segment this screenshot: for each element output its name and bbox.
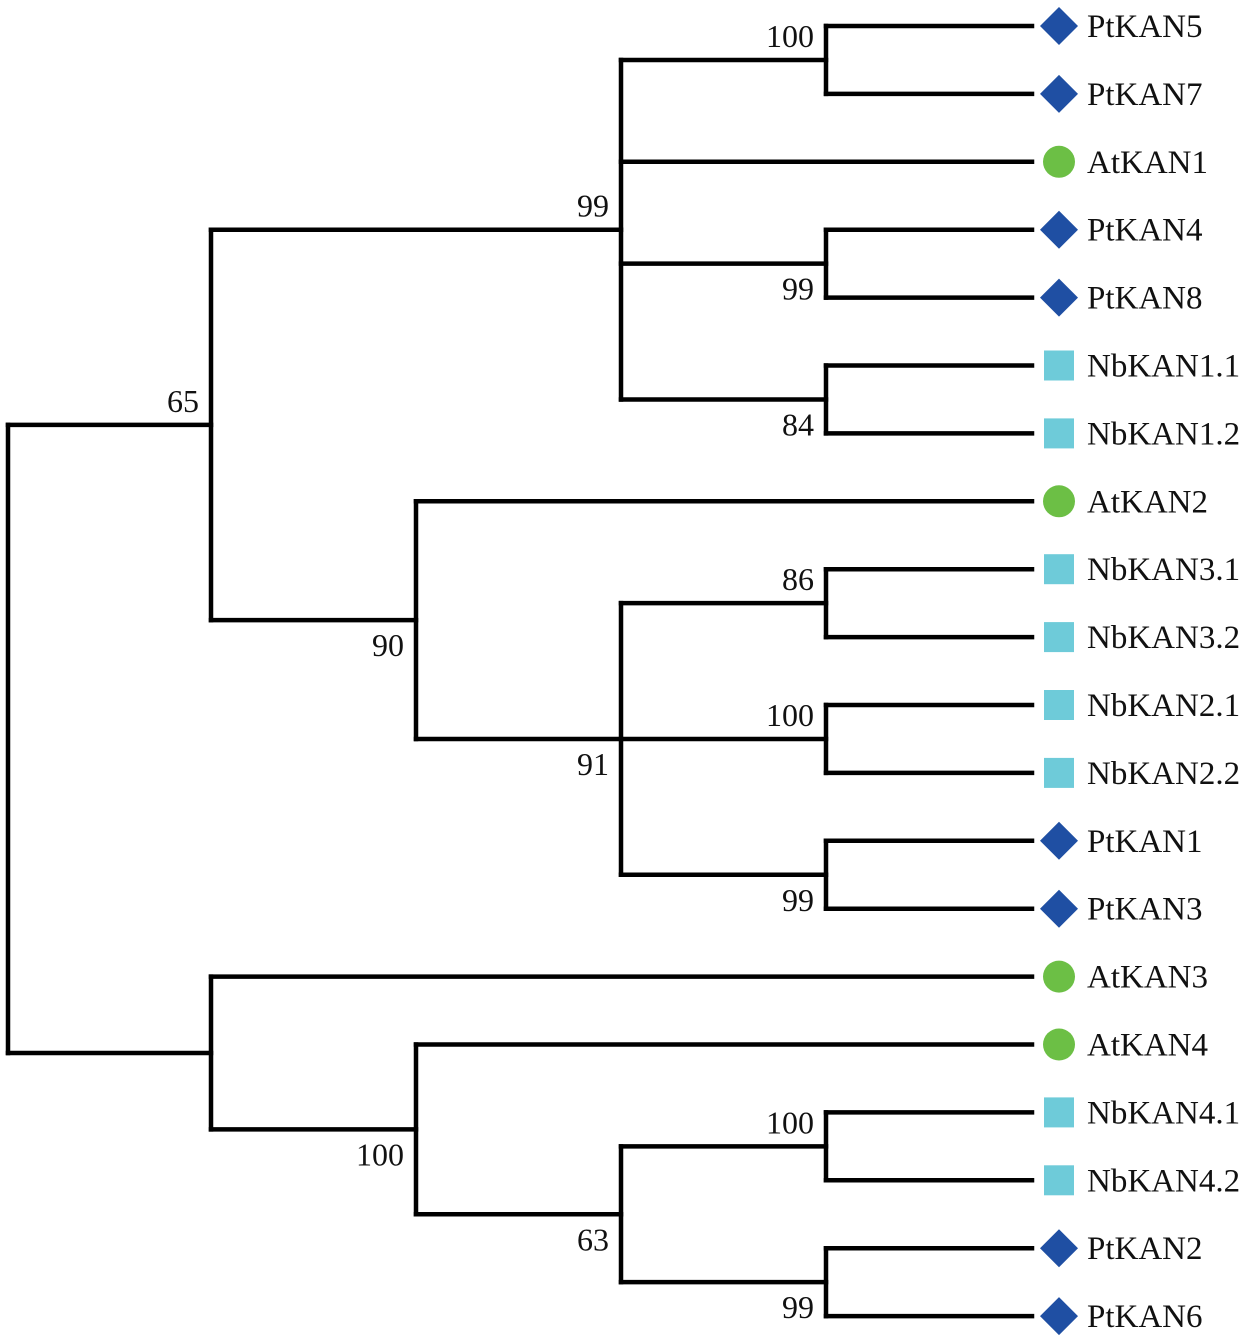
square-marker-icon [1044, 1097, 1074, 1128]
circle-marker-icon [1043, 145, 1075, 178]
bootstrap-value-pt4_pt8: 99 [782, 271, 814, 307]
bootstrap-value-nb11_nb12: 84 [782, 406, 814, 442]
taxon-label-nbkan1-2: NbKAN1.2 [1087, 416, 1240, 452]
taxon-label-ptkan7: PtKAN7 [1087, 77, 1203, 113]
taxon-label-ptkan5: PtKAN5 [1087, 9, 1203, 45]
square-marker-icon [1044, 418, 1074, 449]
bootstrap-value-nb41_nb42: 100 [766, 1104, 814, 1140]
square-marker-icon [1044, 690, 1074, 720]
diamond-marker-icon [1040, 889, 1078, 928]
diamond-marker-icon [1040, 210, 1078, 249]
taxon-label-ptkan3: PtKAN3 [1087, 892, 1203, 928]
taxon-label-ptkan8: PtKAN8 [1087, 281, 1203, 317]
circle-marker-icon [1043, 1028, 1075, 1061]
square-marker-icon [1044, 554, 1074, 585]
diamond-marker-icon [1040, 278, 1078, 317]
diamond-marker-icon [1040, 821, 1078, 860]
bootstrap-value-pt5_pt7: 100 [766, 18, 814, 54]
taxon-label-nbkan3-1: NbKAN3.1 [1087, 552, 1240, 588]
bootstrap-value-kan2_clade: 90 [372, 627, 404, 663]
tree-branches [5, 23, 1035, 1319]
taxon-label-ptkan6: PtKAN6 [1087, 1299, 1203, 1335]
taxon-label-ptkan1: PtKAN1 [1087, 824, 1203, 860]
square-marker-icon [1044, 1165, 1074, 1196]
bootstrap-value-kan4_clade: 100 [356, 1136, 404, 1172]
circle-marker-icon [1043, 485, 1075, 518]
bootstrap-value-pt2_pt6: 99 [782, 1289, 814, 1325]
taxon-label-nbkan4-1: NbKAN4.1 [1087, 1095, 1240, 1131]
taxon-label-atkan1: AtKAN1 [1087, 145, 1208, 181]
taxon-label-atkan4: AtKAN4 [1087, 1028, 1208, 1064]
diamond-marker-icon [1040, 1297, 1078, 1336]
diamond-marker-icon [1040, 7, 1078, 45]
taxon-label-nbkan3-2: NbKAN3.2 [1087, 620, 1240, 656]
taxon-labels: PtKAN5PtKAN7AtKAN1PtKAN4PtKAN8NbKAN1.1Nb… [1087, 9, 1240, 1335]
taxon-label-nbkan1-1: NbKAN1.1 [1087, 349, 1240, 385]
square-marker-icon [1044, 622, 1074, 653]
bootstrap-value-kan23_inner: 91 [577, 746, 609, 782]
taxon-markers [1040, 7, 1078, 1336]
bootstrap-value-pt1_pt3: 99 [782, 882, 814, 918]
taxon-label-atkan2: AtKAN2 [1087, 484, 1208, 520]
diamond-marker-icon [1040, 74, 1078, 113]
taxon-label-nbkan2-2: NbKAN2.2 [1087, 756, 1240, 792]
taxon-label-atkan3: AtKAN3 [1087, 960, 1208, 996]
bootstrap-value-nb21_nb22: 100 [766, 697, 814, 733]
square-marker-icon [1044, 757, 1074, 788]
taxon-label-nbkan4-2: NbKAN4.2 [1087, 1163, 1240, 1199]
bootstrap-value-kan4_inner: 63 [577, 1221, 609, 1257]
taxon-label-ptkan4: PtKAN4 [1087, 213, 1203, 249]
circle-marker-icon [1043, 960, 1075, 993]
bootstrap-value-kan12_clade: 65 [167, 383, 199, 419]
diamond-marker-icon [1040, 1229, 1078, 1268]
bootstrap-values: 100 99 84 99 86 100 99 91 90 65 100 99 63 100 [167, 18, 814, 1325]
taxon-label-nbkan2-1: NbKAN2.1 [1087, 688, 1240, 724]
square-marker-icon [1044, 350, 1074, 381]
taxon-label-ptkan2: PtKAN2 [1087, 1231, 1203, 1267]
bootstrap-value-nb31_nb32: 86 [782, 561, 814, 597]
bootstrap-value-kan1_clade: 99 [577, 188, 609, 224]
